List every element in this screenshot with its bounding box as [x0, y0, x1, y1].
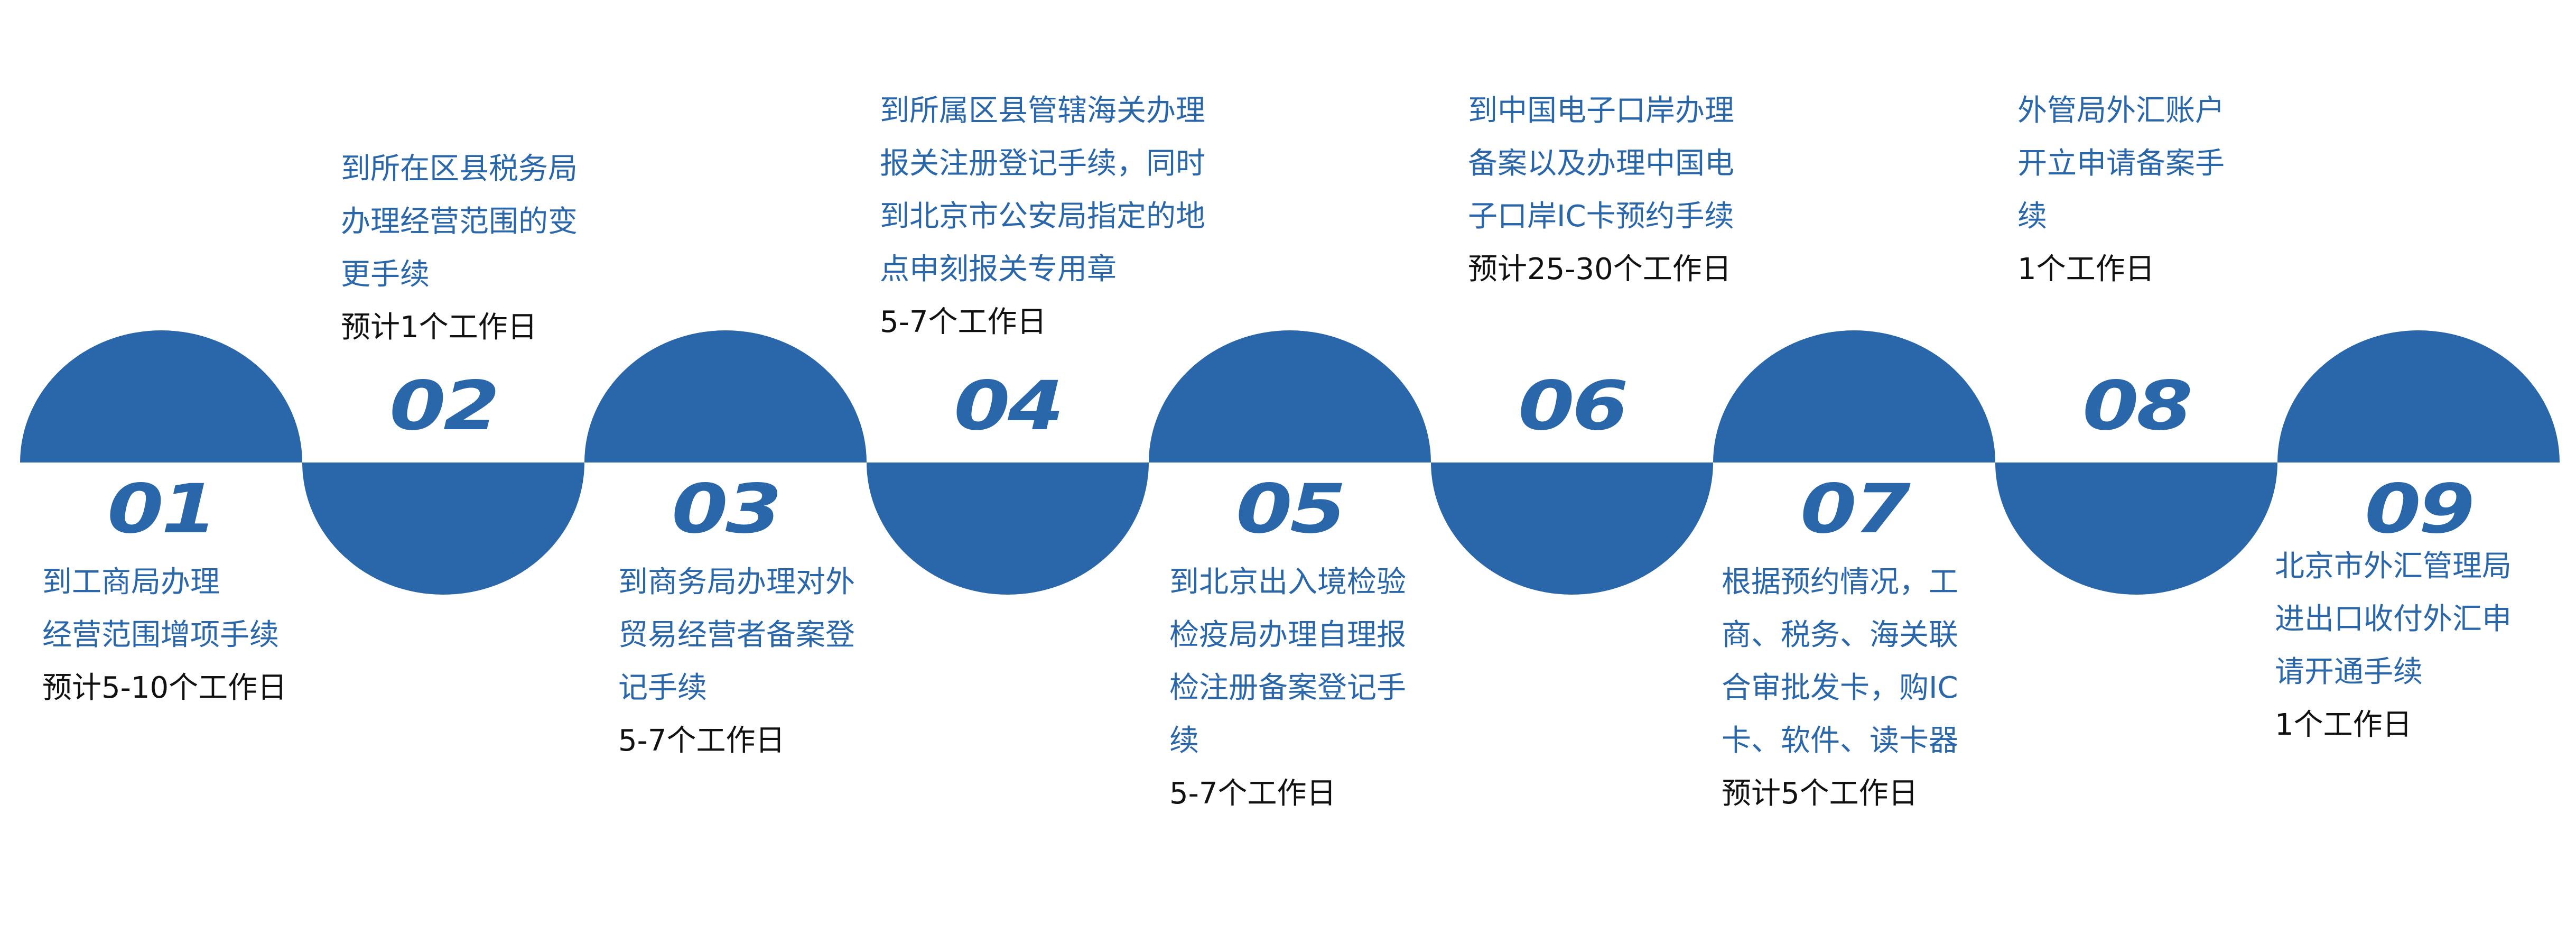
step-desc-line: 卡、软件、读卡器: [1722, 724, 1958, 758]
step-desc-line: 到商务局办理对外: [618, 565, 855, 599]
step-desc-line: 点申刻报关专用章: [880, 252, 1117, 286]
step-text-07: 根据预约情况，工 商、税务、海关联 合审批发卡，购IC 卡、软件、读卡器 预计5…: [1722, 556, 1958, 820]
step-desc-line: 到中国电子口岸办理: [1468, 94, 1734, 128]
wave-dome-07: [1713, 330, 1995, 462]
step-duration: 预计25-30个工作日: [1468, 252, 1732, 286]
step-duration: 预计5个工作日: [1722, 776, 1918, 811]
step-number-01: 01: [107, 470, 218, 549]
step-number-03: 03: [671, 470, 782, 549]
wave-dome-01: [20, 330, 302, 462]
step-desc-line: 进出口收付外汇申: [2275, 602, 2512, 636]
step-desc-line: 外管局外汇账户: [2017, 94, 2225, 128]
step-duration: 5-7个工作日: [618, 724, 785, 758]
step-duration: 1个工作日: [2275, 708, 2412, 742]
step-desc-line: 更手续: [341, 257, 430, 292]
step-desc-line: 到北京出入境检验: [1169, 565, 1406, 599]
step-desc-line: 经营范围增项手续: [42, 618, 279, 652]
step-number-05: 05: [1235, 470, 1346, 549]
step-desc-line: 报关注册登记手续，同时: [880, 146, 1205, 181]
step-desc-line: 根据预约情况，工: [1722, 565, 1958, 599]
step-desc-line: 到工商局办理: [42, 565, 220, 599]
step-desc-line: 贸易经营者备案登: [618, 618, 855, 652]
step-duration: 1个工作日: [2017, 252, 2155, 286]
step-number-08: 08: [2082, 367, 2193, 446]
step-desc-line: 子口岸IC卡预约手续: [1468, 199, 1734, 234]
wave-bowl-04: [867, 462, 1149, 595]
step-desc-line: 开立申请备案手: [2017, 146, 2225, 181]
step-duration: 预计1个工作日: [341, 310, 537, 345]
step-text-03: 到商务局办理对外 贸易经营者备案登 记手续 5-7个工作日: [618, 556, 855, 767]
step-number-09: 09: [2364, 470, 2475, 549]
step-text-05: 到北京出入境检验 检疫局办理自理报 检注册备案登记手 续 5-7个工作日: [1169, 556, 1406, 820]
step-desc-line: 北京市外汇管理局: [2275, 549, 2512, 584]
step-desc-line: 办理经营范围的变: [341, 205, 578, 239]
step-desc-line: 到北京市公安局指定的地: [880, 199, 1205, 234]
step-desc-line: 到所在区县税务局: [341, 152, 578, 186]
step-text-06: 到中国电子口岸办理 备案以及办理中国电 子口岸IC卡预约手续 预计25-30个工…: [1468, 85, 1734, 296]
wave-dome-03: [584, 330, 867, 462]
step-desc-line: 续: [2017, 199, 2047, 234]
step-desc-line: 商、税务、海关联: [1722, 618, 1958, 652]
step-duration: 预计5-10个工作日: [42, 671, 287, 705]
wave-dome-05: [1149, 330, 1431, 462]
step-desc-line: 续: [1169, 724, 1199, 758]
step-desc-line: 记手续: [618, 671, 707, 705]
step-desc-line: 请开通手续: [2275, 655, 2423, 689]
wave-bowl-02: [302, 462, 584, 595]
step-number-06: 06: [1518, 367, 1629, 446]
step-text-04: 到所属区县管辖海关办理 报关注册登记手续，同时 到北京市公安局指定的地 点申刻报…: [880, 85, 1205, 349]
step-desc-line: 检注册备案登记手: [1169, 671, 1406, 705]
step-desc-line: 到所属区县管辖海关办理: [880, 94, 1205, 128]
step-text-09: 北京市外汇管理局 进出口收付外汇申 请开通手续 1个工作日: [2275, 540, 2512, 752]
step-text-08: 外管局外汇账户 开立申请备案手 续 1个工作日: [2017, 85, 2225, 296]
wave-bowl-06: [1431, 462, 1713, 595]
step-number-02: 02: [389, 367, 500, 446]
step-text-01: 到工商局办理 经营范围增项手续 预计5-10个工作日: [42, 556, 287, 715]
wave-bowl-08: [1995, 462, 2277, 595]
step-text-02: 到所在区县税务局 办理经营范围的变 更手续 预计1个工作日: [341, 143, 578, 354]
step-desc-line: 备案以及办理中国电: [1468, 146, 1734, 181]
step-desc-line: 合审批发卡，购IC: [1722, 671, 1958, 705]
step-desc-line: 检疫局办理自理报: [1169, 618, 1406, 652]
step-number-07: 07: [1800, 470, 1911, 549]
step-duration: 5-7个工作日: [880, 305, 1047, 339]
step-number-04: 04: [953, 367, 1064, 446]
step-duration: 5-7个工作日: [1169, 776, 1336, 811]
wave-dome-09: [2277, 330, 2560, 462]
